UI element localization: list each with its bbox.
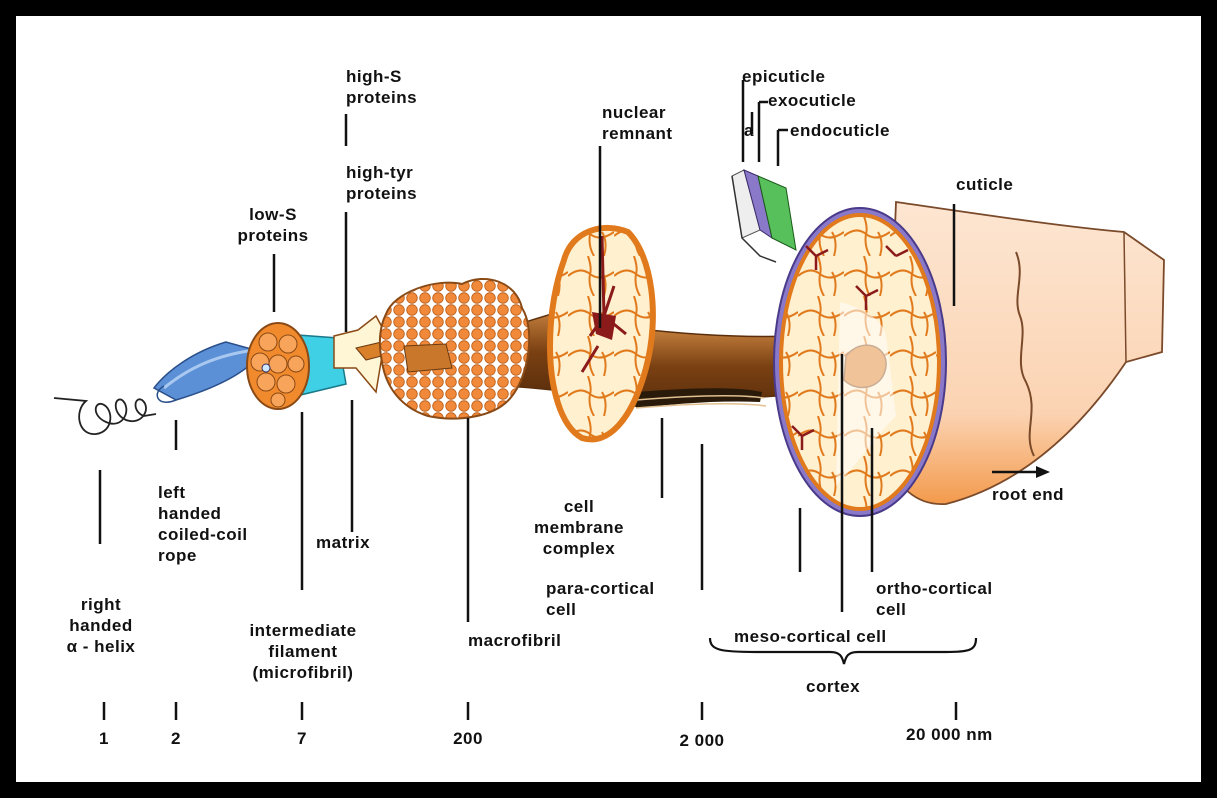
coiled-coil-rope-drawing — [154, 342, 262, 402]
label-high-s-proteins: high-S proteins — [346, 66, 417, 108]
label-exocuticle: exocuticle — [768, 90, 856, 111]
label-high-tyr-proteins: high-tyr proteins — [346, 162, 417, 204]
label-matrix: matrix — [316, 532, 370, 553]
label-para-cortical-cell: para-cortical cell — [546, 578, 655, 620]
alpha-helix-drawing — [54, 398, 156, 434]
scale-tick-label: 2 000 — [662, 730, 742, 751]
label-epicuticle: epicuticle — [742, 66, 825, 87]
label-low-s-proteins: low-S proteins — [228, 204, 318, 246]
label-ortho-cortical-cell: ortho-cortical cell — [876, 578, 993, 620]
cuticle-layers-drawing — [732, 170, 796, 262]
scale-tick-label: 7 — [274, 728, 330, 749]
intermediate-filament-drawing — [247, 323, 346, 409]
cortex-drawing — [774, 202, 1164, 516]
scale-tick-label: 200 — [430, 728, 506, 749]
label-cuticle: cuticle — [956, 174, 1013, 195]
label-coiled-coil-rope: left handed coiled-coil rope — [158, 482, 248, 566]
label-nuclear-remnant: nuclear remnant — [602, 102, 673, 144]
label-a-layer: a — [744, 120, 754, 141]
label-alpha-helix: right handed α - helix — [46, 594, 156, 657]
label-cortex: cortex — [806, 676, 860, 697]
label-intermediate-filament: intermediate filament (microfibril) — [210, 620, 396, 683]
scale-tick-label: 2 — [148, 728, 204, 749]
label-endocuticle: endocuticle — [790, 120, 890, 141]
label-root-end: root end — [992, 484, 1064, 505]
label-macrofibril: macrofibril — [468, 630, 561, 651]
scale-tick-label: 1 — [76, 728, 132, 749]
scale-tick-label: 20 000 nm — [906, 724, 993, 745]
label-cell-membrane-complex: cell membrane complex — [524, 496, 634, 559]
diagram-frame: right handed α - helix left handed coile… — [16, 16, 1201, 782]
label-meso-cortical-cell: meso-cortical cell — [734, 626, 887, 647]
